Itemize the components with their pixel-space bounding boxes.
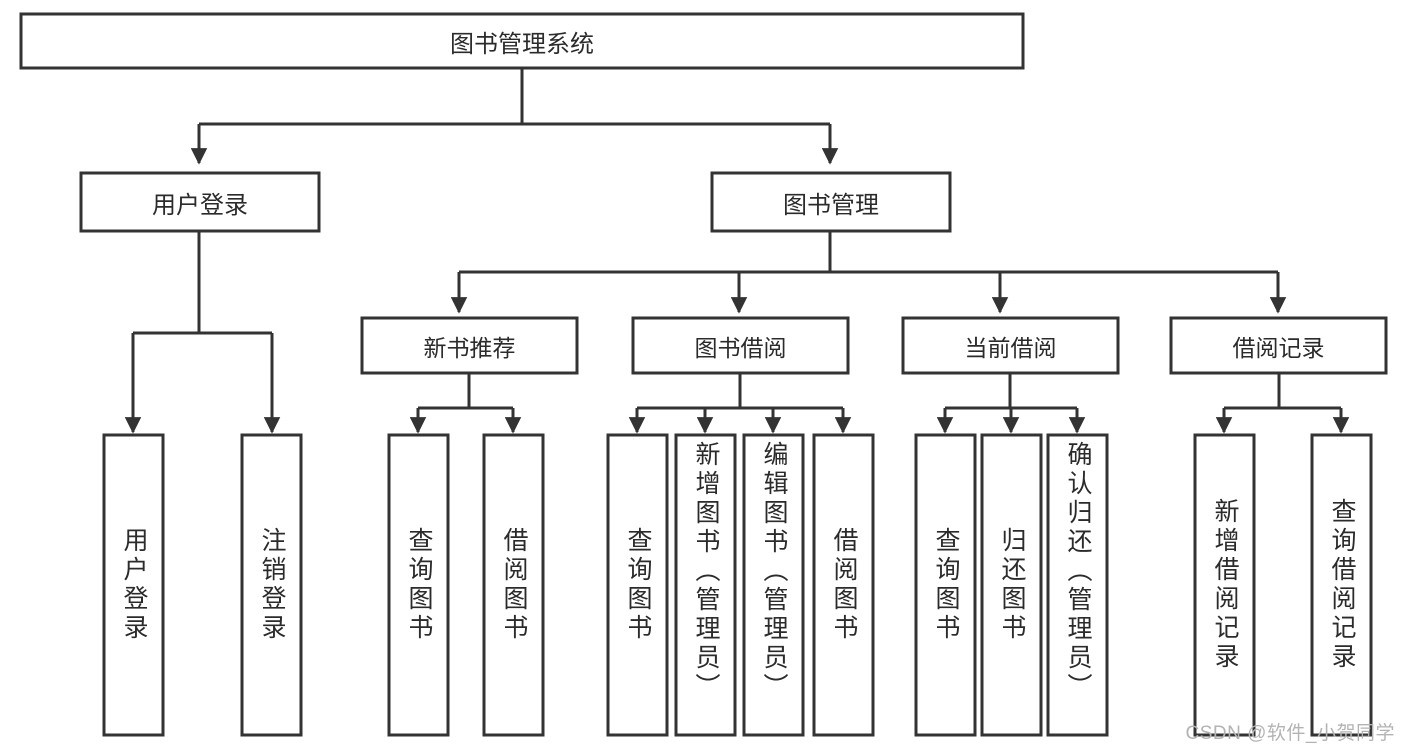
node-leaf-borrow-book-2-label: 借阅图书 bbox=[830, 527, 858, 643]
node-leaf-query-record-label-holder: 查询借阅记录 bbox=[1312, 435, 1371, 735]
node-leaf-borrow-book-1-box[interactable] bbox=[482, 433, 545, 737]
node-borrow-record-label: 借阅记录 bbox=[1232, 334, 1325, 361]
node-leaf-query-book-1-box[interactable] bbox=[387, 433, 450, 737]
node-leaf-query-book-1-label: 查询图书 bbox=[405, 527, 433, 643]
node-leaf-user-login-box[interactable] bbox=[102, 433, 165, 737]
node-current-borrow-label-holder: 当前借阅 bbox=[903, 318, 1118, 373]
node-book-borrow-label: 图书借阅 bbox=[694, 334, 787, 361]
node-leaf-confirm-return-box[interactable] bbox=[1046, 433, 1109, 737]
node-user-login-label: 用户登录 bbox=[152, 191, 248, 219]
node-book-borrow-box[interactable] bbox=[631, 316, 850, 375]
node-book-manage-label: 图书管理 bbox=[783, 191, 879, 219]
node-leaf-add-record-box[interactable] bbox=[1193, 433, 1256, 737]
node-book-manage-label-holder: 图书管理 bbox=[712, 173, 950, 231]
node-leaf-add-book-label-holder: 新增图书（管理员） bbox=[676, 435, 735, 735]
node-leaf-query-book-2-label: 查询图书 bbox=[624, 527, 652, 643]
node-leaf-logout-box[interactable] bbox=[240, 433, 303, 737]
node-leaf-return-book-label-holder: 归还图书 bbox=[982, 435, 1041, 735]
node-leaf-query-book-3-label-holder: 查询图书 bbox=[916, 435, 975, 735]
node-leaf-user-login-label: 用户登录 bbox=[120, 527, 148, 643]
node-borrow-record-box[interactable] bbox=[1169, 316, 1388, 375]
node-leaf-edit-book-label: 编辑图书（管理员） bbox=[760, 441, 788, 702]
node-leaf-add-book-box[interactable] bbox=[674, 433, 737, 737]
node-new-book-rec-label-holder: 新书推荐 bbox=[362, 318, 577, 373]
node-leaf-add-record-label: 新增借阅记录 bbox=[1211, 498, 1239, 672]
node-leaf-confirm-return-label-holder: 确认归还（管理员） bbox=[1048, 435, 1107, 735]
node-leaf-borrow-book-1-label: 借阅图书 bbox=[500, 527, 528, 643]
node-new-book-rec-box[interactable] bbox=[360, 316, 579, 375]
node-new-book-rec-label: 新书推荐 bbox=[423, 334, 516, 361]
watermark-text: CSDN @软件_小贺同学 bbox=[1185, 723, 1395, 744]
node-leaf-query-book-1-label-holder: 查询图书 bbox=[389, 435, 448, 735]
node-leaf-add-book-label: 新增图书（管理员） bbox=[692, 441, 720, 702]
node-leaf-borrow-book-2-label-holder: 借阅图书 bbox=[814, 435, 873, 735]
node-leaf-query-book-2-box[interactable] bbox=[606, 433, 669, 737]
node-leaf-user-login-label-holder: 用户登录 bbox=[104, 435, 163, 735]
node-leaf-edit-book-box[interactable] bbox=[742, 433, 805, 737]
node-leaf-return-book-box[interactable] bbox=[980, 433, 1043, 737]
node-current-borrow-label: 当前借阅 bbox=[964, 334, 1057, 361]
node-leaf-borrow-book-2-box[interactable] bbox=[812, 433, 875, 737]
node-leaf-query-book-3-box[interactable] bbox=[914, 433, 977, 737]
node-root-box[interactable] bbox=[19, 12, 1025, 70]
node-leaf-query-record-label: 查询借阅记录 bbox=[1328, 498, 1356, 672]
node-leaf-query-book-3-label: 查询图书 bbox=[932, 527, 960, 643]
node-leaf-edit-book-label-holder: 编辑图书（管理员） bbox=[744, 435, 803, 735]
node-leaf-confirm-return-label: 确认归还（管理员） bbox=[1064, 441, 1092, 702]
node-borrow-record-label-holder: 借阅记录 bbox=[1171, 318, 1386, 373]
node-book-borrow-label-holder: 图书借阅 bbox=[633, 318, 848, 373]
node-user-login-label-holder: 用户登录 bbox=[81, 173, 319, 231]
node-root-label-holder: 图书管理系统 bbox=[21, 14, 1023, 68]
node-leaf-logout-label: 注销登录 bbox=[258, 527, 286, 643]
node-leaf-query-book-2-label-holder: 查询图书 bbox=[608, 435, 667, 735]
node-book-manage-box[interactable] bbox=[710, 171, 952, 233]
node-leaf-query-record-box[interactable] bbox=[1310, 433, 1373, 737]
node-leaf-logout-label-holder: 注销登录 bbox=[242, 435, 301, 735]
node-leaf-add-record-label-holder: 新增借阅记录 bbox=[1195, 435, 1254, 735]
node-leaf-return-book-label: 归还图书 bbox=[998, 527, 1026, 643]
node-leaf-borrow-book-1-label-holder: 借阅图书 bbox=[484, 435, 543, 735]
node-current-borrow-box[interactable] bbox=[901, 316, 1120, 375]
node-root-label: 图书管理系统 bbox=[450, 30, 594, 58]
